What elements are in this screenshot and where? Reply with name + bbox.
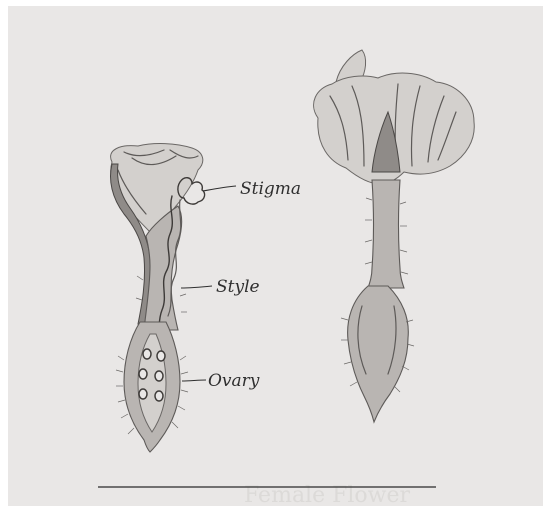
ovule xyxy=(139,369,147,379)
stigma-leader-line xyxy=(203,186,236,191)
whole-flower-drawing xyxy=(314,50,475,422)
pistil-section-drawing xyxy=(111,144,205,452)
ovule xyxy=(157,351,165,361)
ovule xyxy=(155,391,163,401)
ovule xyxy=(139,389,147,399)
stigma-label: Stigma xyxy=(240,179,301,199)
style-label: Style xyxy=(216,277,260,297)
style-leader-line xyxy=(181,286,212,288)
ovule xyxy=(155,371,163,381)
ovary-leader-line xyxy=(182,380,206,381)
ovary-label: Ovary xyxy=(208,371,260,391)
ovule xyxy=(143,349,151,359)
whole-ovary xyxy=(348,286,409,422)
whole-stalk xyxy=(368,180,404,288)
